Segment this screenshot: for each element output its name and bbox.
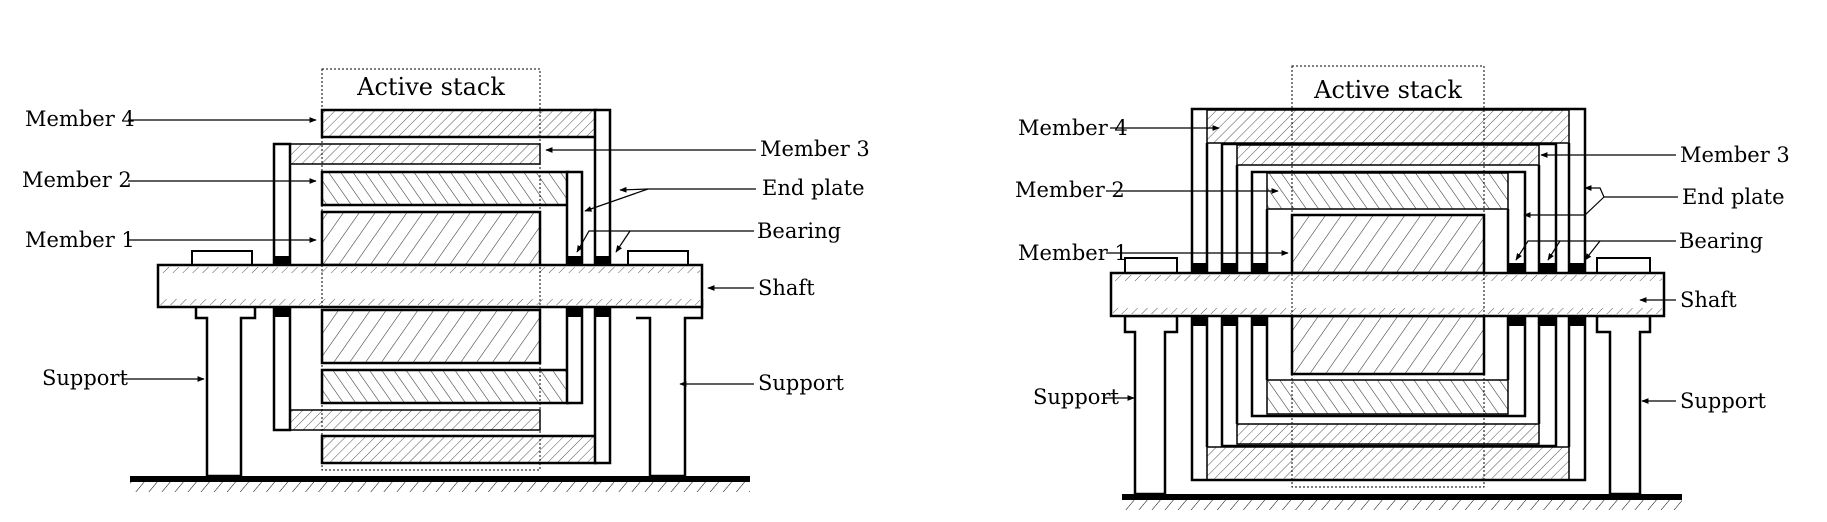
member2-top-r bbox=[1266, 172, 1509, 210]
support-label-right-left: Support bbox=[1033, 385, 1119, 409]
member1-bottom bbox=[320, 308, 542, 365]
bearings-left bbox=[274, 256, 610, 317]
support-right-2 bbox=[1595, 314, 1652, 496]
shaft-label-right: Shaft bbox=[1680, 288, 1737, 312]
member3-bottom bbox=[289, 409, 541, 431]
member4-bottom bbox=[320, 434, 598, 465]
member1-label-left: Member 1 bbox=[25, 228, 135, 252]
member3-bottom-r bbox=[1236, 423, 1540, 445]
member2-bottom-r bbox=[1266, 379, 1509, 415]
right-diagram: Active stack Member 4 Member 2 Member 1 … bbox=[1015, 65, 1790, 510]
support-label-right-right: Support bbox=[1680, 389, 1766, 413]
member3-label-right: Member 3 bbox=[1680, 143, 1790, 167]
support-cap-right-1 bbox=[1124, 257, 1178, 274]
support-label-left-right: Support bbox=[758, 371, 844, 395]
support-right-1 bbox=[1123, 314, 1179, 496]
member4-bottom-r bbox=[1206, 446, 1570, 481]
end-plate-label-left: End plate bbox=[762, 176, 865, 200]
member4-label-left: Member 4 bbox=[25, 107, 135, 131]
member2-top bbox=[320, 170, 570, 207]
support-left-1 bbox=[180, 298, 257, 478]
member2-label-left: Member 2 bbox=[22, 168, 132, 192]
member3-label-left: Member 3 bbox=[760, 137, 870, 161]
active-stack-box-right bbox=[1291, 65, 1485, 488]
ground-right bbox=[1122, 494, 1682, 510]
support-left-2 bbox=[626, 298, 704, 478]
bearing-label-right: Bearing bbox=[1679, 229, 1763, 253]
ground-left bbox=[130, 476, 750, 492]
bearing-label-left: Bearing bbox=[757, 219, 841, 243]
support-cap-right-2 bbox=[1596, 257, 1651, 274]
bearings-right bbox=[1192, 263, 1585, 326]
member1-bottom-r bbox=[1290, 314, 1486, 376]
active-stack-box-left bbox=[321, 68, 541, 471]
member4-top-r bbox=[1206, 109, 1570, 144]
shaft-label-left: Shaft bbox=[758, 276, 815, 300]
active-stack-label-right: Active stack bbox=[1313, 76, 1462, 104]
member2-label-right: Member 2 bbox=[1015, 178, 1125, 202]
active-stack-label-left: Active stack bbox=[356, 73, 505, 101]
member3-top-r bbox=[1236, 144, 1540, 166]
member4-top bbox=[320, 108, 598, 139]
end-plate-label-right: End plate bbox=[1682, 185, 1785, 209]
member2-bottom bbox=[320, 368, 570, 405]
support-label-left: Support bbox=[42, 366, 128, 390]
member1-top-r bbox=[1290, 213, 1486, 275]
support-cap-right bbox=[627, 250, 689, 266]
left-diagram: Active stack Member 4 Member 2 Member 1 … bbox=[22, 68, 870, 492]
member1-top bbox=[320, 210, 542, 267]
member3-top bbox=[289, 143, 541, 165]
support-cap-left bbox=[191, 250, 253, 266]
member4-label-right: Member 4 bbox=[1018, 116, 1128, 140]
